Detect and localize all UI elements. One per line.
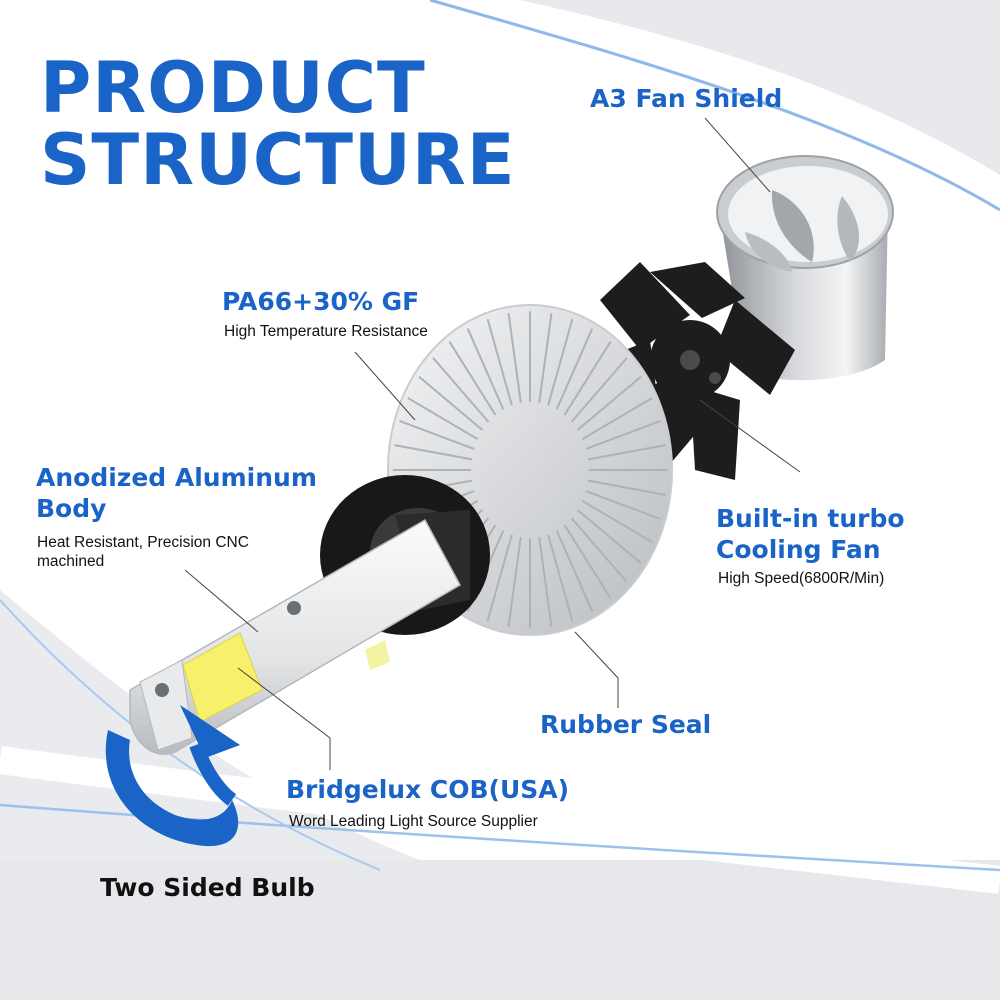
- two-sided-bulb-label: Two Sided Bulb: [100, 873, 315, 902]
- pa66-sublabel: High Temperature Resistance: [224, 323, 428, 340]
- heatsink-fin: [563, 341, 612, 416]
- fan-label: Built-in turbo Cooling Fan: [716, 503, 905, 565]
- fan-shield: [716, 155, 894, 381]
- heatsink-fin: [581, 500, 653, 543]
- heatsink-fin: [587, 444, 666, 461]
- heatsink-fin: [418, 375, 484, 431]
- screw-icon: [287, 601, 301, 615]
- aluminum-sublabel-line-1: Heat Resistant, Precision CNC: [37, 534, 249, 551]
- aluminum-body: [129, 518, 462, 755]
- heatsink-fin: [555, 530, 594, 612]
- heatsink-fin: [507, 313, 522, 403]
- page-title: PRODUCT STRUCTURE: [40, 52, 516, 196]
- heatsink-fin: [547, 534, 574, 622]
- fan-label-line-2: Cooling Fan: [716, 535, 881, 564]
- heatsink-fin: [407, 397, 479, 440]
- fan-sublabel: High Speed(6800R/Min): [718, 570, 885, 587]
- heatsink-fin: [581, 397, 653, 440]
- heatsink-fin: [466, 328, 505, 410]
- aluminum-sublabel: Heat Resistant, Precision CNC machined: [37, 533, 249, 571]
- heatsink-fin: [399, 420, 475, 450]
- fan-shield-label: A3 Fan Shield: [590, 84, 783, 113]
- heatsink-fin: [555, 328, 594, 410]
- leader-lines: [184, 117, 801, 770]
- heatsink-fin: [585, 420, 661, 450]
- heatsink-fin: [570, 517, 628, 583]
- title-line-2: STRUCTURE: [40, 119, 516, 201]
- heatsink-fin: [563, 524, 612, 599]
- pa66-label: PA66+30% GF: [222, 287, 420, 316]
- heatsink-fin: [547, 318, 574, 406]
- heatsink-fin: [432, 357, 490, 423]
- heatsink-fin: [486, 534, 513, 622]
- cob-sublabel: Word Leading Light Source Supplier: [289, 813, 538, 830]
- rotation-arrow-icon: [105, 705, 240, 847]
- heatsink-fin: [570, 357, 628, 423]
- screw-icon: [155, 683, 169, 697]
- heatsink-fin: [538, 537, 553, 627]
- aluminum-label: Anodized Aluminum Body: [36, 462, 317, 524]
- fan-label-line-1: Built-in turbo: [716, 504, 905, 533]
- aluminum-label-line-1: Anodized Aluminum: [36, 463, 317, 492]
- heatsink-fin: [576, 509, 642, 565]
- heatsink-fin: [576, 375, 642, 431]
- cob-label: Bridgelux COB(USA): [286, 775, 570, 804]
- title-line-1: PRODUCT: [40, 47, 426, 129]
- rubber-seal-label: Rubber Seal: [540, 710, 712, 739]
- heatsink-fin: [448, 341, 497, 416]
- aluminum-label-line-2: Body: [36, 494, 107, 523]
- heatsink-fin: [507, 537, 522, 627]
- heatsink-fin: [486, 318, 513, 406]
- aluminum-sublabel-line-2: machined: [37, 553, 105, 570]
- heatsink-fin: [587, 479, 666, 496]
- heatsink-fin: [538, 313, 553, 403]
- heatsink-fin: [585, 490, 661, 520]
- cob-led-chip: [182, 632, 263, 723]
- heatsink-fin: [394, 444, 473, 461]
